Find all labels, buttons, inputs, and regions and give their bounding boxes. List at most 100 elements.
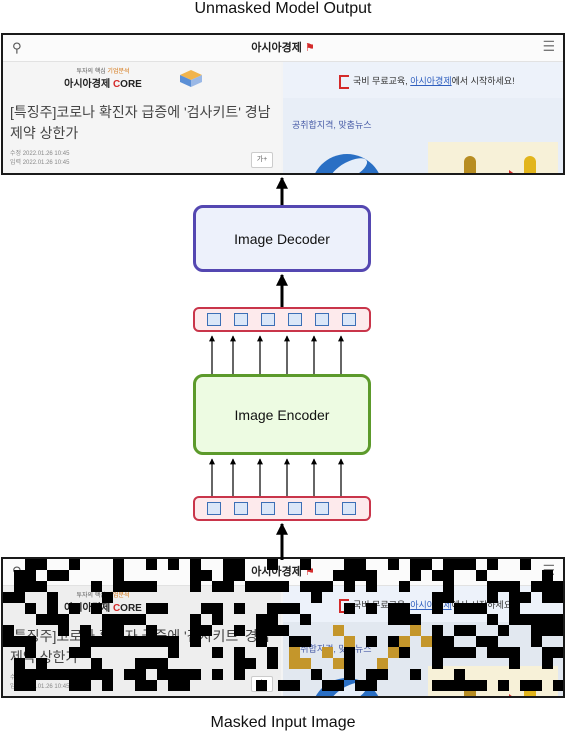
ad-cube-icon <box>180 70 202 87</box>
mask-patch <box>553 625 563 636</box>
mask-patch <box>135 614 146 625</box>
mask-patch <box>14 680 25 691</box>
mask-patch <box>289 658 300 669</box>
unmasked-output-screenshot: ⚲ 아시아경제 ⚑ ☰ 투자의 핵심 기업분석 아시아경제 CORE [특징주]… <box>1 33 565 175</box>
banner-suffix: 에서 시작하세요! <box>451 76 515 86</box>
mask-patch <box>289 636 300 647</box>
mask-patch <box>102 669 113 680</box>
mask-patch <box>520 559 531 570</box>
mask-patch <box>113 636 124 647</box>
banner-text: 국비 무료교육, 아시아경제에서 시작하세요! <box>353 74 515 87</box>
mask-patch <box>102 592 113 603</box>
mask-patch <box>344 647 355 658</box>
mask-patch <box>498 680 509 691</box>
mask-patch <box>300 614 311 625</box>
mask-patch <box>146 559 157 570</box>
mask-patch <box>234 559 245 570</box>
mask-patch <box>454 647 465 658</box>
mask-patch <box>256 614 267 625</box>
mask-patch <box>25 570 36 581</box>
mask-patch <box>465 603 476 614</box>
mask-patch <box>498 581 509 592</box>
mask-patch <box>25 669 36 680</box>
mask-patch <box>366 570 377 581</box>
banner-icon <box>339 75 349 89</box>
mask-patch <box>212 669 223 680</box>
mask-patch <box>311 592 322 603</box>
mask-patch <box>531 636 542 647</box>
meta-input: 입력 2022.01.26 10:45 <box>10 160 70 166</box>
mask-patch <box>146 636 157 647</box>
mask-patch <box>146 625 157 636</box>
mask-patch <box>542 658 553 669</box>
mask-patch <box>487 581 498 592</box>
mask-patch <box>443 559 454 570</box>
mask-patch <box>223 559 234 570</box>
globe-logo <box>311 154 383 173</box>
mask-patch <box>91 636 102 647</box>
mask-patch <box>366 581 377 592</box>
mask-patch <box>344 669 355 680</box>
mask-patch <box>399 647 410 658</box>
mask-patch <box>124 581 135 592</box>
mask-patch <box>58 614 69 625</box>
mask-patch <box>256 581 267 592</box>
mask-patch <box>80 669 91 680</box>
mask-patch <box>553 647 563 658</box>
mask-patch <box>509 603 520 614</box>
mask-patch <box>102 614 113 625</box>
mask-patch <box>3 636 14 647</box>
mask-patch <box>366 680 377 691</box>
mask-patch <box>333 625 344 636</box>
latent-token <box>261 313 275 326</box>
mask-patch <box>113 581 124 592</box>
mask-patch <box>58 669 69 680</box>
article-panel: 투자의 핵심 기업분석 아시아경제 CORE [특징주]코로나 확진자 급증에 … <box>3 62 281 173</box>
random-mask-patches <box>3 559 563 696</box>
image-decoder-box: Image Decoder <box>193 205 371 272</box>
mask-patch <box>113 570 124 581</box>
mask-patch <box>278 603 289 614</box>
mask-patch <box>443 592 454 603</box>
mask-patch <box>454 603 465 614</box>
figure-left <box>464 156 476 173</box>
ad-brand-c: C <box>112 79 121 90</box>
mask-patch <box>267 559 278 570</box>
mask-patch <box>377 658 388 669</box>
mask-patch <box>443 570 454 581</box>
mask-patch <box>355 680 366 691</box>
mask-patch <box>102 625 113 636</box>
mask-patch <box>14 592 25 603</box>
mask-patch <box>179 669 190 680</box>
mask-patch <box>421 636 432 647</box>
encoder-to-latent-arrows <box>209 335 344 374</box>
mask-patch <box>399 614 410 625</box>
masked-ad-brand-rest: ORE <box>120 603 142 614</box>
mask-patch <box>80 625 91 636</box>
ad-brand: 아시아경제 CORE <box>3 75 203 90</box>
mask-patch <box>190 614 201 625</box>
mask-patch <box>223 570 234 581</box>
mask-patch <box>333 570 344 581</box>
mask-patch <box>344 581 355 592</box>
mask-patch <box>190 581 201 592</box>
latent-token <box>288 313 302 326</box>
mask-patch <box>14 581 25 592</box>
mask-patch <box>168 559 179 570</box>
mask-patch <box>300 658 311 669</box>
mask-patch <box>388 603 399 614</box>
mask-patch <box>300 559 311 570</box>
mask-patch <box>102 636 113 647</box>
mask-patch <box>36 658 47 669</box>
mask-patch <box>14 636 25 647</box>
article-headline: [특징주]코로나 확진자 급증에 '검사키트' 경남제약 상한가 <box>10 104 271 141</box>
mask-patch <box>553 614 563 625</box>
mask-patch <box>542 592 553 603</box>
input-token <box>207 502 221 515</box>
mask-patch <box>25 559 36 570</box>
ad-brand-prefix: 아시아경제 <box>64 79 111 90</box>
mask-patch <box>421 559 432 570</box>
mask-patch <box>102 680 113 691</box>
mask-patch <box>498 625 509 636</box>
mask-patch <box>443 647 454 658</box>
